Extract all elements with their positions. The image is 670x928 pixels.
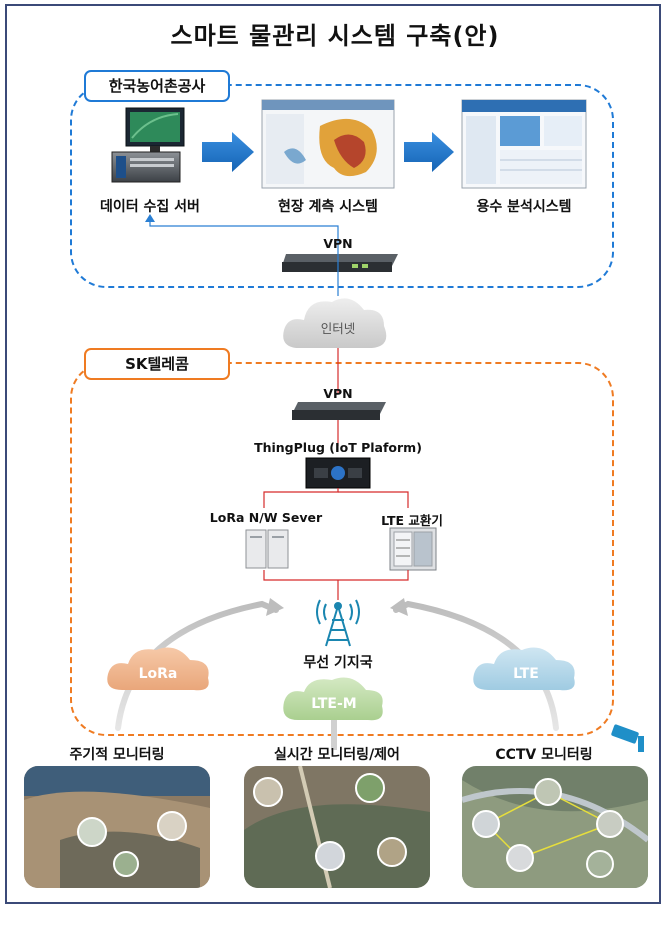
vpn-device-sk-icon (292, 402, 386, 420)
internet-cloud-icon (283, 298, 387, 348)
base-station-tower-icon (316, 599, 360, 647)
analysis-system-label: 용수 분석시스템 (476, 199, 572, 215)
sk-tag: SK텔레콤 (84, 348, 230, 380)
lte-arc (393, 600, 559, 731)
lora-arc (115, 600, 279, 731)
internet-label: 인터넷 (320, 321, 356, 336)
periodic-monitoring-label: 주기적 모니터링 (69, 747, 165, 763)
cctv-monitoring-label: CCTV 모니터링 (495, 747, 593, 763)
lte-cloud-icon (473, 647, 575, 691)
realtime-monitoring-label: 실시간 모니터링/제어 (274, 747, 400, 763)
realtime-monitoring-photo (244, 766, 430, 888)
analysis-system-screenshot (461, 99, 587, 189)
flow-arrow-2 (404, 132, 454, 172)
data-server-icon (111, 107, 185, 183)
lora-network-label: LoRa (138, 666, 178, 682)
vpn-device-top-icon (282, 254, 398, 272)
ltem-cloud-icon (283, 677, 383, 721)
sk-region (70, 362, 614, 736)
vpn-sk-label: VPN (323, 386, 353, 401)
base-station-label: 무선 기지국 (303, 655, 373, 671)
lora-server-label: LoRa N/W Sever (209, 510, 323, 525)
vpn-top-label: VPN (323, 236, 353, 251)
lte-switch-label: LTE 교환기 (381, 513, 443, 528)
krc-region (70, 84, 614, 288)
krc-tag: 한국농어촌공사 (84, 70, 230, 102)
diagram-frame (5, 4, 661, 904)
periodic-monitoring-photo (24, 766, 210, 888)
cctv-monitoring-photo (462, 766, 648, 888)
diagram-title: 스마트 물관리 시스템 구축(안) (170, 22, 500, 50)
data-server-label: 데이터 수집 서버 (100, 199, 200, 215)
lte-switch-icon (389, 527, 437, 571)
lora-cloud-icon (107, 647, 209, 691)
field-system-label: 현장 계측 시스템 (278, 199, 378, 215)
lora-server-icon (245, 529, 289, 569)
field-system-screenshot (261, 99, 395, 189)
ltem-network-label: LTE-M (311, 696, 357, 712)
cctv-camera-icon (611, 724, 644, 752)
lte-network-label: LTE (513, 666, 539, 682)
thingplug-server-icon (305, 457, 371, 489)
thingplug-label: ThingPlug (IoT Plaform) (254, 440, 422, 455)
flow-arrow-1 (202, 132, 254, 172)
